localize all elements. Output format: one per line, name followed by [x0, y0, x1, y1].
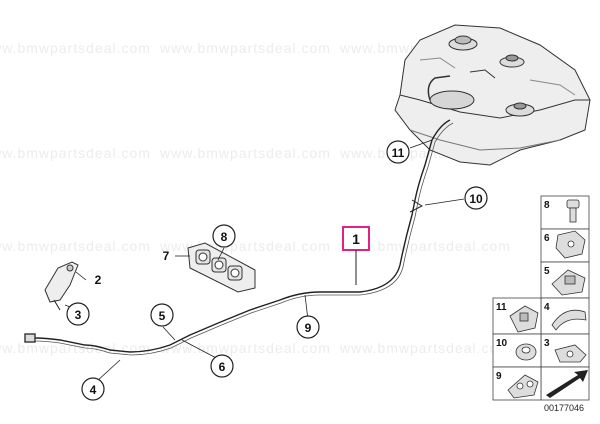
legend-10-label: 10 [496, 338, 508, 349]
nut-clip-icon [554, 344, 587, 363]
callout-3-label: 3 [75, 308, 82, 322]
hose-clamp-icon [551, 309, 587, 331]
legend-8-label: 8 [544, 200, 550, 211]
callout-7-label: 7 [163, 249, 170, 263]
callout-9-label: 9 [305, 321, 312, 335]
legend-5-label: 5 [544, 266, 550, 277]
callout-8-label: 8 [221, 230, 228, 244]
legend-arrow [546, 370, 588, 398]
legend-item-10[interactable]: 10 [496, 338, 537, 361]
legend-11-label: 11 [496, 302, 507, 313]
grommet-icon [509, 305, 539, 333]
screw-icon [566, 199, 580, 223]
bracket-drawing [44, 261, 79, 311]
legend-3-label: 3 [544, 338, 550, 349]
double-clip-icon [507, 374, 539, 399]
callout-2-label: 2 [95, 273, 102, 287]
callout-5[interactable]: 5 [150, 303, 174, 327]
fuel-line-drawing [24, 119, 454, 356]
holder-icon [551, 269, 586, 296]
callout-4-label: 4 [90, 383, 97, 397]
clip-icon [555, 230, 586, 259]
legend-6-label: 6 [544, 233, 550, 244]
legend-item-6[interactable]: 6 [544, 230, 586, 259]
callout-1-label: 1 [352, 231, 360, 247]
legend-item-11[interactable]: 11 [496, 302, 539, 333]
callout-2[interactable]: 2 [95, 273, 102, 287]
callout-4[interactable]: 4 [81, 377, 105, 401]
callout-10[interactable]: 10 [464, 186, 488, 210]
callout-6-label: 6 [219, 360, 226, 374]
legend-item-8[interactable]: 8 [544, 199, 580, 223]
leader-lines [64, 139, 465, 383]
legend-item-3[interactable]: 3 [544, 338, 587, 363]
callout-11[interactable]: 11 [386, 140, 410, 164]
legend-item-4[interactable]: 4 [544, 302, 587, 331]
callout-6[interactable]: 6 [210, 354, 234, 378]
diagram-id: 00177046 [544, 403, 585, 413]
callout-11-label: 11 [392, 146, 405, 160]
callout-7[interactable]: 7 [163, 249, 170, 263]
fuel-tank-drawing [394, 24, 591, 166]
legend-4-label: 4 [544, 302, 550, 313]
callout-9[interactable]: 9 [296, 315, 320, 339]
parts-legend [492, 195, 590, 401]
legend-item-9[interactable]: 9 [496, 371, 539, 399]
legend-item-5[interactable]: 5 [544, 266, 586, 296]
cap-icon [515, 343, 537, 361]
highlight-box-part-1[interactable]: 1 [342, 226, 370, 285]
callout-5-label: 5 [159, 309, 166, 323]
legend-9-label: 9 [496, 371, 502, 382]
callout-8[interactable]: 8 [212, 224, 236, 248]
callout-10-label: 10 [469, 192, 483, 206]
clip-assembly-drawing [187, 242, 256, 293]
callout-3[interactable]: 3 [66, 302, 90, 326]
